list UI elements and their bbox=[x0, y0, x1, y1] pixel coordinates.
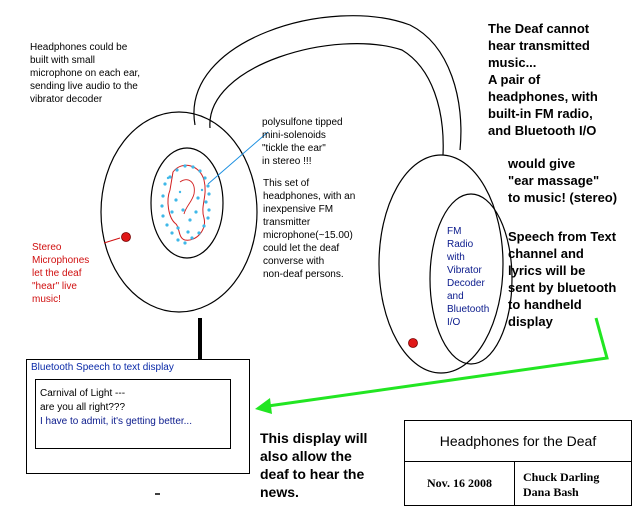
left-microphone-dot bbox=[121, 232, 131, 242]
left-ear-cup bbox=[100, 111, 258, 313]
ear-helix bbox=[179, 179, 195, 215]
title-block: Headphones for the Deaf Nov. 16 2008 Chu… bbox=[404, 420, 632, 506]
right-microphone-dot bbox=[408, 338, 418, 348]
note-headphones-microphone: Headphones could be built with small mic… bbox=[30, 42, 141, 105]
headband-inner bbox=[209, 43, 444, 156]
note-deaf-cannot-hear: The Deaf cannot hear transmitted music..… bbox=[488, 21, 598, 138]
left-ear-pad bbox=[150, 147, 224, 259]
drawing-title: Headphones for the Deaf bbox=[405, 421, 631, 462]
note-ear-massage: would give "ear massage" to music! (ster… bbox=[508, 156, 618, 205]
blue-pointer bbox=[207, 131, 269, 185]
display-title: Bluetooth Speech to text display bbox=[31, 362, 174, 373]
speech-to-text-display: Bluetooth Speech to text display Carniva… bbox=[26, 359, 250, 474]
right-ear-cup bbox=[378, 154, 504, 374]
drawing-date: Nov. 16 2008 bbox=[405, 462, 515, 505]
note-display-news: This display will also allow the deaf to… bbox=[260, 430, 368, 500]
green-arrow bbox=[267, 317, 609, 408]
display-line: I have to admit, it's getting better... bbox=[40, 416, 192, 427]
red-pointer bbox=[103, 237, 121, 244]
display-line: Carnival of Light --- bbox=[40, 388, 126, 399]
display-line: are you all right??? bbox=[40, 402, 126, 413]
solenoid-dots bbox=[160, 164, 211, 245]
headband bbox=[193, 15, 462, 151]
ear-outline bbox=[167, 164, 206, 241]
note-speech-from-text: Speech from Text channel and lyrics will… bbox=[508, 229, 617, 329]
display-text-area: Carnival of Light --- are you all right?… bbox=[35, 379, 231, 449]
right-ear-pad bbox=[429, 193, 513, 365]
note-stereo-microphones: Stereo Microphones let the deaf "hear" l… bbox=[32, 242, 90, 305]
green-arrowhead bbox=[255, 398, 272, 414]
note-fm-transmitter: This set of headphones, with an inexpens… bbox=[263, 178, 356, 280]
drawing-authors: Chuck Darling Dana Bash bbox=[523, 470, 600, 499]
note-solenoids: polysulfone tipped mini-solenoids "tickl… bbox=[262, 117, 343, 167]
note-decoder: FM Radio with Vibrator Decoder and Bluet… bbox=[447, 226, 490, 328]
